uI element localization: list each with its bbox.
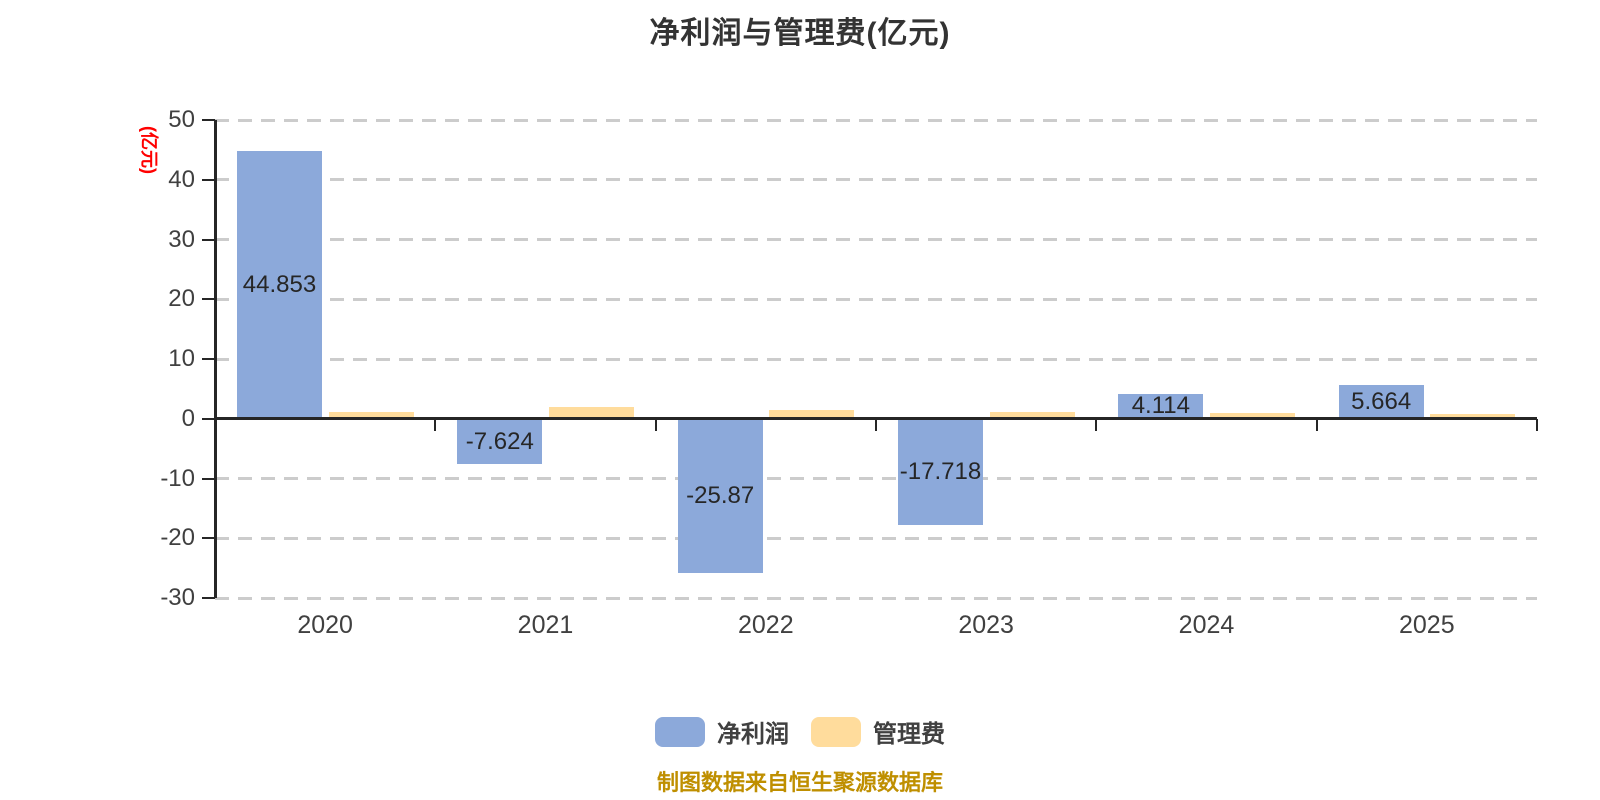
y-axis-tick-label: -10 <box>160 464 195 492</box>
chart-title: 净利润与管理费(亿元) <box>649 17 951 50</box>
x-axis-tick <box>1095 418 1098 431</box>
bar-value-label: 44.853 <box>242 270 317 298</box>
y-axis-tick-label: 30 <box>168 225 195 253</box>
legend-label-management-fee: 管理费 <box>873 721 945 748</box>
y-axis-tick-label: 10 <box>168 345 195 372</box>
bar-management-fee-2024[interactable] <box>1209 413 1295 419</box>
x-axis-tick <box>1315 418 1318 431</box>
y-axis-tick <box>202 238 215 241</box>
y-axis-tick <box>202 119 215 121</box>
bar-net-profit-2022[interactable]: -25.87 <box>677 418 763 574</box>
gridline <box>215 536 1537 540</box>
bar-net-profit-2020[interactable]: 44.853 <box>237 150 322 419</box>
gridline <box>215 477 1537 480</box>
gridline <box>215 357 1537 361</box>
bar-value-label: -7.624 <box>465 427 534 455</box>
x-axis-tick <box>654 418 657 431</box>
legend-item-net-profit[interactable]: 净利润 <box>655 714 789 749</box>
x-axis-tick <box>1536 418 1538 431</box>
bar-value-label: -17.718 <box>899 457 982 485</box>
y-axis-tick-label: -20 <box>160 524 195 552</box>
y-axis-tick <box>202 537 215 540</box>
x-axis-label: 2023 <box>958 611 1014 639</box>
bar-net-profit-2024[interactable]: 4.114 <box>1118 392 1204 420</box>
gridline <box>215 297 1537 301</box>
y-axis-tick <box>202 298 215 301</box>
bar-net-profit-2021[interactable]: -7.624 <box>457 418 543 465</box>
bar-value-label: 5.664 <box>1351 387 1412 415</box>
gridline <box>215 238 1537 241</box>
y-axis-tick-label: 20 <box>168 285 195 313</box>
x-axis-label: 2020 <box>297 611 353 639</box>
management-fee-swatch-icon <box>811 716 861 747</box>
x-axis-label: 2024 <box>1178 611 1235 639</box>
x-axis-label: 2022 <box>738 611 794 639</box>
y-axis-tick-label: 0 <box>181 404 195 432</box>
legend-item-management-fee[interactable]: 管理费 <box>811 714 945 749</box>
bar-management-fee-2023[interactable] <box>989 411 1075 419</box>
y-axis-tick <box>202 597 215 599</box>
gridline <box>215 118 1537 122</box>
y-axis-tick <box>202 178 215 181</box>
x-axis-tick <box>875 418 877 431</box>
bar-value-label: -25.87 <box>686 482 755 510</box>
x-axis-label: 2025 <box>1399 611 1455 639</box>
x-axis-label: 2021 <box>517 611 574 639</box>
net-profit-swatch-icon <box>655 716 705 747</box>
bar-management-fee-2020[interactable] <box>328 411 414 419</box>
data-source-note: 制图数据来自恒生聚源数据库 <box>656 770 943 795</box>
x-axis-tick <box>434 418 437 431</box>
y-axis-tick <box>202 358 215 360</box>
y-axis-tick-label: 50 <box>168 106 195 133</box>
gridline <box>215 596 1537 600</box>
y-axis-line <box>214 120 217 598</box>
y-axis-tick-label: -30 <box>160 584 195 611</box>
y-axis-tick <box>202 477 215 480</box>
bar-net-profit-2023[interactable]: -17.718 <box>898 418 983 525</box>
gridline <box>215 178 1537 182</box>
bar-management-fee-2025[interactable] <box>1430 413 1516 419</box>
bar-net-profit-2025[interactable]: 5.664 <box>1338 384 1424 419</box>
bar-management-fee-2021[interactable] <box>548 406 634 419</box>
x-axis-tick <box>214 418 216 431</box>
bar-value-label: 4.114 <box>1131 392 1190 420</box>
legend: 净利润 管理费 <box>0 714 1600 749</box>
y-axis-tick <box>202 417 215 420</box>
plot-area: 50 40 30 20 10 0 -10 -20 -30 2020 2021 2022 2023 2024… <box>160 106 1538 639</box>
legend-label-net-profit: 净利润 <box>717 721 789 748</box>
y-axis-tick-label: 40 <box>168 165 195 193</box>
bar-management-fee-2022[interactable] <box>769 410 855 419</box>
